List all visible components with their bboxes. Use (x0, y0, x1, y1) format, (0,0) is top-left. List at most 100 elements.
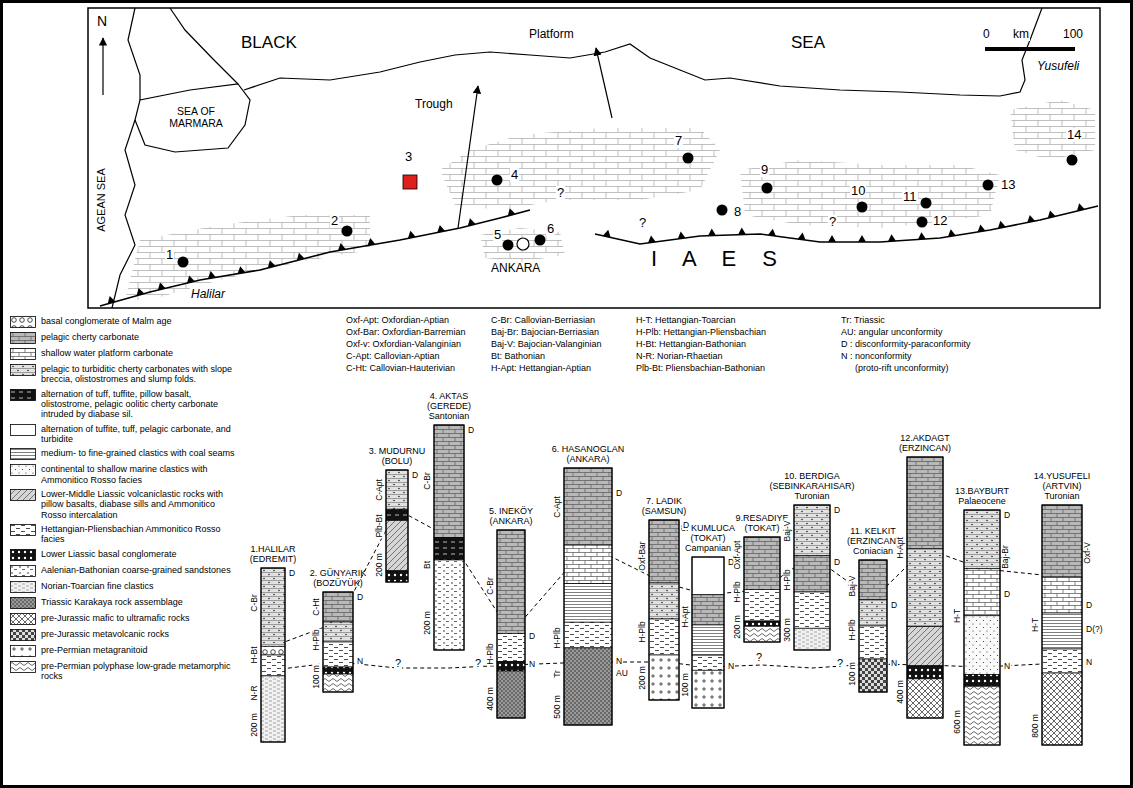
contact-label: D (833, 506, 841, 515)
rock-unit (907, 679, 943, 718)
locality-number: 6 (546, 222, 555, 236)
legend-row: Aalenian-Bathonian coarse-grained sandst… (10, 565, 250, 577)
contact-label: D (356, 593, 364, 602)
scale-value: 0 (982, 28, 991, 41)
rock-unit (649, 583, 679, 619)
thrust-tooth (158, 282, 166, 290)
column-heading: 13.BAYBURT (952, 487, 1013, 497)
legend-swatch (10, 316, 36, 328)
rock-unit (744, 590, 780, 622)
column-side-label: 300 m (783, 617, 792, 643)
rock-unit (261, 655, 285, 676)
legend-row: pelagic cherty carbonate (10, 332, 250, 344)
rock-unit (964, 616, 1000, 675)
study-area-marker (403, 175, 417, 189)
abbreviation-entry: Oxf-Apt: Oxfordian-Aptian (345, 316, 450, 326)
sea-name: AGEAN SEA (95, 167, 107, 233)
column-side-label: H-Apt (681, 606, 690, 630)
thrust-tooth (468, 218, 476, 226)
thrust-tooth (1077, 203, 1085, 211)
column-body (497, 530, 525, 718)
city-label: ANKARA (490, 262, 541, 275)
rock-unit (1042, 673, 1082, 745)
legend-row: alternation of tuff, tuffite, pillow bas… (10, 389, 250, 420)
column-body (261, 568, 285, 742)
column-side-label: 400 m (896, 679, 905, 705)
abbreviation-entry: D : disconformity-paraconformity (840, 340, 972, 350)
rock-unit (434, 538, 464, 561)
locality-number: 1 (165, 248, 174, 262)
thrust-tooth (768, 229, 776, 236)
column-body (692, 557, 724, 708)
query-mark: ? (638, 216, 647, 230)
rock-unit (744, 626, 780, 642)
locality-number: 3 (404, 150, 413, 164)
locality-number: 10 (850, 184, 866, 198)
legend-text: Lower Liassic basal conglomerate (41, 549, 241, 559)
column-body (964, 510, 1000, 745)
locality-number: 12 (932, 214, 948, 228)
column-side-label: Tr (553, 669, 562, 679)
rock-unit (859, 626, 887, 659)
abbreviation-entry: Bt: Bathonian (490, 352, 546, 362)
thrust-tooth (918, 232, 926, 239)
legend-swatch (10, 464, 36, 476)
abbreviation-entry: Oxf-v: Oxfordian-Valanginian (345, 340, 462, 350)
arrow-label: Platform (528, 28, 575, 41)
locality-number: 13 (1000, 178, 1016, 192)
legend-text: pre-Permian polyphase low-grade metamorp… (41, 661, 241, 682)
column-side-label: H-T (1031, 617, 1040, 633)
contact-label: N (727, 662, 735, 671)
column-side-label: Oxf-Bar (638, 540, 647, 571)
abbreviation-entry: N : nonconformity (840, 352, 913, 362)
column-heading: 11. KELKIT (ERZINCAN) (844, 527, 902, 547)
rock-unit (386, 509, 408, 520)
legend-text: Hettangian-Pliensbachian Ammonitico Ross… (41, 524, 241, 545)
thrust-tooth (678, 232, 686, 239)
thrust-tooth (648, 235, 656, 242)
column-heading: 6. HASANOGLAN (ANKARA) (549, 445, 628, 465)
rock-unit (323, 642, 353, 667)
thrust-tooth (708, 229, 716, 236)
query-mark: ? (556, 186, 565, 200)
column-side-label: 200 m (638, 666, 647, 692)
rock-unit (744, 537, 780, 590)
column-side-label: 200 m (423, 610, 432, 636)
suture-line (100, 203, 1098, 306)
column-side-label: 200 m (733, 614, 742, 640)
contact-label: D (467, 426, 475, 435)
map-frame (88, 8, 1100, 308)
legend-text: Triassic Karakaya rock assemblage (41, 597, 241, 607)
locality-number: 9 (760, 163, 769, 177)
rock-unit (692, 670, 724, 708)
contact-label: D(?) (1085, 625, 1104, 634)
contact-label: D (288, 569, 296, 578)
legend-text: pre-Jurassic metavolcanic rocks (41, 629, 241, 639)
abbreviation-entry: Baj-Br: Bajocian-Berriasian (490, 328, 600, 338)
rock-unit (794, 628, 830, 650)
rock-unit (794, 592, 830, 628)
column-body (794, 505, 830, 650)
column-side-label: 600 m (953, 709, 962, 735)
contact-label: D (1003, 590, 1011, 599)
column-side-label: Baj-V (848, 575, 857, 598)
rock-unit (1042, 577, 1082, 613)
rock-unit (386, 520, 408, 570)
contact-label: D (615, 489, 623, 498)
column-side-label: C-Br (423, 472, 432, 491)
column-body (434, 425, 464, 650)
legend-swatch (10, 645, 36, 657)
locality-number: 7 (674, 134, 683, 148)
sea-name: SEA (790, 34, 826, 53)
rock-unit (261, 646, 285, 655)
rock-unit (497, 671, 525, 718)
column-side-label: 800 m (1031, 713, 1040, 739)
thrust-tooth (297, 253, 305, 261)
abbreviation-entry: Baj-V: Bajocian-Valanginian (490, 340, 603, 350)
column-side-label: H-Plb (486, 642, 495, 665)
place-label: Yusufeli (1036, 60, 1080, 73)
legend-row: continental to shallow marine clastics w… (10, 464, 250, 485)
column-body (323, 592, 353, 692)
abbreviation-entry: AU: angular unconformity (840, 328, 944, 338)
stratigraphic-column: 12.AKDAGT (ERZINCAN) (896, 434, 954, 718)
